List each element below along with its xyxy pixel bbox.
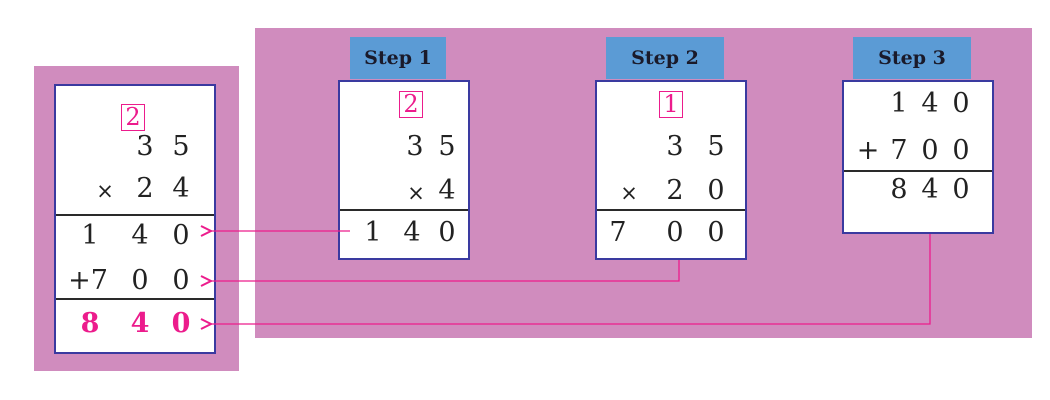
divider-line xyxy=(597,209,745,211)
digit: 7 xyxy=(609,217,627,248)
digit: 5 xyxy=(172,131,190,162)
digit: 0 xyxy=(952,174,970,205)
digit: 0 xyxy=(131,265,149,296)
digit: +7 xyxy=(68,265,108,296)
arrow-step3-to-result xyxy=(210,234,931,324)
digit: 0 xyxy=(172,265,190,296)
step-3-card: 1 4 0 + 7 0 0 8 4 0 xyxy=(842,80,994,234)
digit: 0 xyxy=(921,135,939,166)
digit: 2 xyxy=(136,173,154,204)
digit: 4 xyxy=(403,217,421,248)
digit: 1 xyxy=(890,88,908,119)
plus-sign: + xyxy=(856,135,880,166)
result-digit: 4 xyxy=(130,308,150,339)
digit: 3 xyxy=(666,131,684,162)
divider-line xyxy=(340,209,468,211)
digit: 5 xyxy=(707,131,725,162)
digit: 0 xyxy=(952,88,970,119)
digit: 0 xyxy=(707,217,725,248)
step-3-tab: Step 3 xyxy=(853,37,971,79)
divider-line xyxy=(56,298,214,300)
step-1-tab: Step 1 xyxy=(350,37,446,79)
carry-box: 1 xyxy=(659,91,683,118)
step-2-card: 1 3 5 × 2 0 7 0 0 xyxy=(595,80,747,260)
digit: 1 xyxy=(81,220,99,251)
digit: 0 xyxy=(172,220,190,251)
digit: 4 xyxy=(438,175,456,206)
step-1-card: 2 3 5 × 4 1 4 0 xyxy=(338,80,470,260)
summary-card: 2 3 5 × 2 4 1 4 0 +7 0 0 8 4 0 xyxy=(54,84,216,354)
digit: 5 xyxy=(438,131,456,162)
arrow-step2-to-partial2 xyxy=(210,260,680,281)
digit: 2 xyxy=(666,175,684,206)
digit: 4 xyxy=(131,220,149,251)
step-2-tab: Step 2 xyxy=(606,37,724,79)
digit: 0 xyxy=(952,135,970,166)
multiply-sign: × xyxy=(96,179,114,203)
divider-line xyxy=(844,170,992,172)
digit: 7 xyxy=(890,135,908,166)
multiply-sign: × xyxy=(407,181,425,205)
digit: 4 xyxy=(172,173,190,204)
digit: 4 xyxy=(921,88,939,119)
digit: 1 xyxy=(364,217,382,248)
carry-box: 2 xyxy=(399,91,423,118)
digit: 0 xyxy=(438,217,456,248)
digit: 0 xyxy=(666,217,684,248)
result-digit: 0 xyxy=(171,308,191,339)
digit: 3 xyxy=(406,131,424,162)
result-digit: 8 xyxy=(80,308,100,339)
digit: 0 xyxy=(707,175,725,206)
divider-line xyxy=(56,214,214,216)
multiply-sign: × xyxy=(620,181,638,205)
carry-box: 2 xyxy=(121,104,145,131)
digit: 8 xyxy=(890,174,908,205)
digit: 3 xyxy=(136,131,154,162)
digit: 4 xyxy=(921,174,939,205)
